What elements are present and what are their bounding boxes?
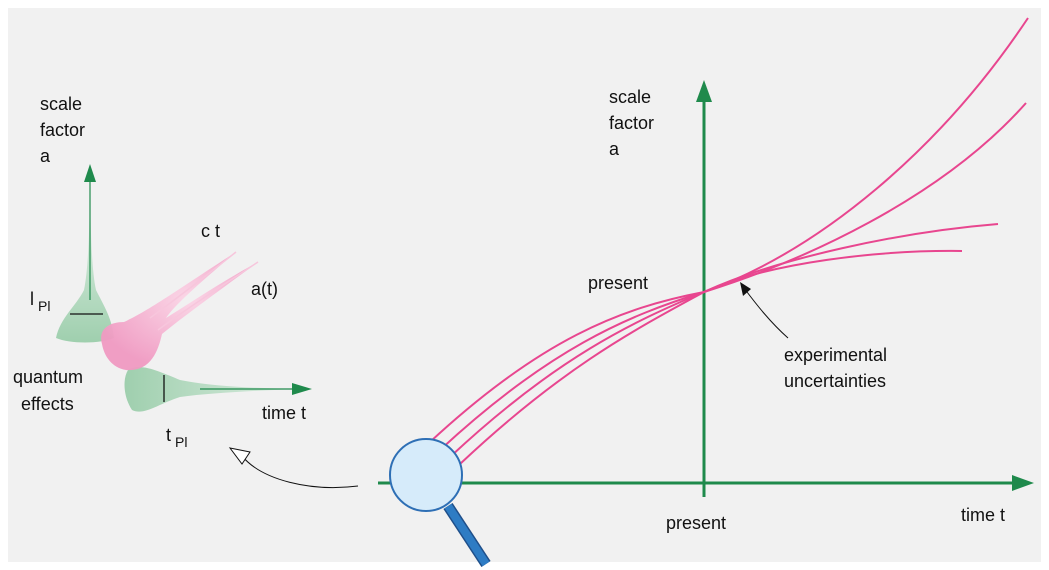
magnifier-icon xyxy=(390,439,486,564)
ct-label: c t xyxy=(201,218,220,244)
right-x-label: time t xyxy=(961,502,1005,528)
right-y-axis-arrow-icon xyxy=(696,80,712,102)
quantum-label-line2: effects xyxy=(21,391,74,417)
zoom-arrow xyxy=(242,456,358,488)
right-y-label-line3: a xyxy=(609,136,619,162)
expansion-curve xyxy=(450,224,998,457)
left-y-label-line3: a xyxy=(40,143,50,169)
quantum-label-line1: quantum xyxy=(13,364,83,390)
left-x-axis-arrow-icon xyxy=(292,383,312,395)
expansion-curve xyxy=(440,103,1026,450)
present-x-label: present xyxy=(666,510,726,536)
planck-length-symbol: l xyxy=(30,289,34,309)
right-x-axis-arrow-icon xyxy=(1012,475,1034,491)
uncertainty-pointer-arrow-icon xyxy=(740,282,751,296)
quantum-region-pink xyxy=(101,252,258,370)
planck-length-subscript: Pl xyxy=(38,298,50,314)
uncertainty-label-line1: experimental xyxy=(784,342,887,368)
planck-time-symbol: t xyxy=(166,425,171,445)
right-y-label-line1: scale xyxy=(609,84,651,110)
uncertainty-pointer xyxy=(744,288,788,338)
right-y-label-line2: factor xyxy=(609,110,654,136)
left-y-label-line1: scale xyxy=(40,91,82,117)
uncertainty-label-line2: uncertainties xyxy=(784,368,886,394)
at-label: a(t) xyxy=(251,276,278,302)
left-y-label-line2: factor xyxy=(40,117,85,143)
quantum-region-vertical xyxy=(56,195,114,343)
present-y-label: present xyxy=(588,270,648,296)
expansion-curves xyxy=(430,18,1028,464)
left-x-label: time t xyxy=(262,400,306,426)
planck-time-subscript: Pl xyxy=(175,434,187,450)
left-y-axis-arrow-icon xyxy=(84,164,96,182)
